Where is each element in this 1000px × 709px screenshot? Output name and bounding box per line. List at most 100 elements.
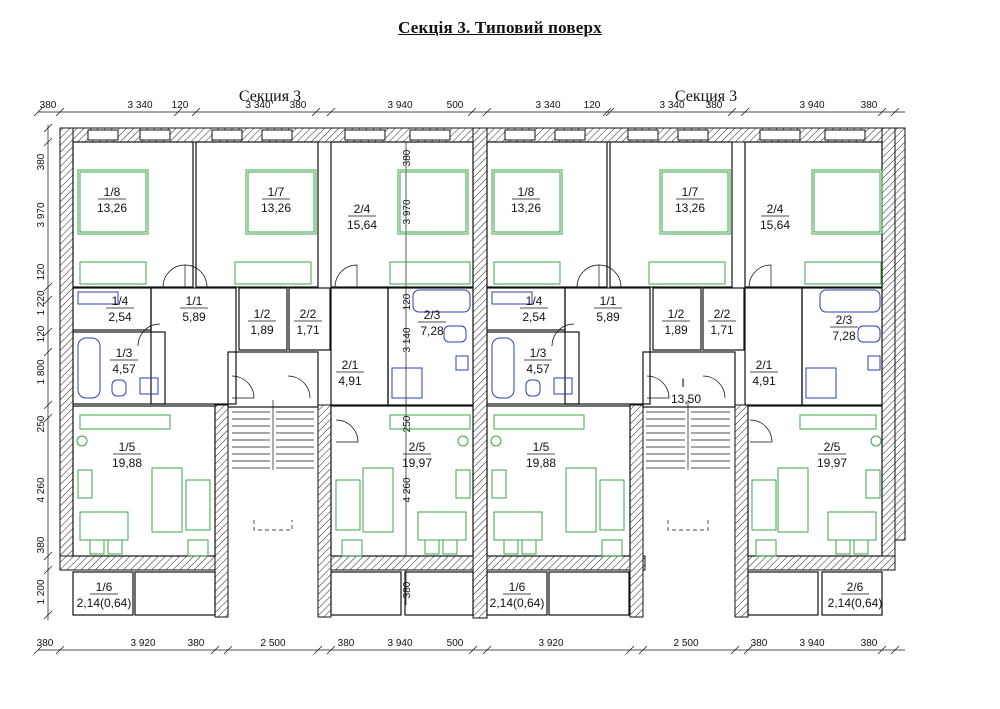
bottom-dim-label: 380 <box>37 638 54 649</box>
dim-tick <box>43 610 53 620</box>
dim-tick <box>311 107 321 117</box>
room-area: 1,71 <box>710 323 734 337</box>
dim-tick <box>43 137 53 147</box>
bottom-dim-label: 2 500 <box>673 638 698 649</box>
dim-tick <box>877 645 887 655</box>
room-area: 2,14(0,64) <box>490 596 545 610</box>
room-area: 2,54 <box>522 310 546 324</box>
dim-tick <box>43 551 53 561</box>
bottom-dim-label: 380 <box>751 638 768 649</box>
room-label: 1/15,89 <box>180 294 208 324</box>
room-area: 13,26 <box>97 201 127 215</box>
room-label: 2/14,91 <box>336 358 364 388</box>
room-label: 2/14,91 <box>750 358 778 388</box>
bottom-dim-label: 3 920 <box>538 638 563 649</box>
room-area: 4,57 <box>526 362 550 376</box>
top-dim-label: 380 <box>861 100 878 111</box>
room-number: 2/1 <box>756 358 773 372</box>
left-dim-label: 380 <box>36 153 47 170</box>
room-number: 2/2 <box>714 307 731 321</box>
top-dim-label: 380 <box>40 100 57 111</box>
stair-landing <box>253 520 293 531</box>
top-dim-label: 3 940 <box>387 100 412 111</box>
stair-landing <box>667 520 709 531</box>
dim-tick <box>326 645 336 655</box>
left-dim-label: 120 <box>36 263 47 280</box>
room-label: 1/42,54 <box>106 294 134 324</box>
top-dim-label: 3 340 <box>659 100 684 111</box>
room-area: 13,26 <box>511 201 541 215</box>
top-dim-label: 380 <box>706 100 723 111</box>
bottom-dim-label: 2 500 <box>260 638 285 649</box>
top-dim-label: 3 940 <box>799 100 824 111</box>
room-area: 7,28 <box>832 329 856 343</box>
left-dim-label: 1 220 <box>36 290 47 315</box>
room-area: 2,14(0,64) <box>77 596 132 610</box>
room-number: 1/3 <box>530 346 547 360</box>
room-label: 2/415,64 <box>760 202 790 232</box>
dim-tick <box>482 107 492 117</box>
dim-tick <box>468 645 478 655</box>
room-label: 1/713,26 <box>675 185 705 215</box>
top-dim-label: 500 <box>447 100 464 111</box>
room-area: 2,14(0,64) <box>828 596 883 610</box>
left-dim-label: 1 800 <box>36 359 47 384</box>
dim-tick <box>55 645 65 655</box>
bottom-dim-label: 3 920 <box>130 638 155 649</box>
room-number: 2/2 <box>300 307 317 321</box>
inner-dim-label: 120 <box>402 293 413 310</box>
left-dim-label: 3 970 <box>36 202 47 227</box>
room-number: 1/8 <box>104 185 121 199</box>
plumbing <box>77 289 881 399</box>
inner-dim-label: 3 970 <box>402 199 413 224</box>
room-number: 1/7 <box>682 185 699 199</box>
room-number: 1/2 <box>668 307 685 321</box>
room-label: 2/37,28 <box>830 313 858 343</box>
staircase-left <box>232 400 314 531</box>
stairwell-label: I 13,50 <box>671 376 701 406</box>
inner-dim-label: 380 <box>402 149 413 166</box>
dim-tick <box>43 282 53 292</box>
room-area: 19,97 <box>817 456 847 470</box>
room-number: 2/3 <box>424 308 441 322</box>
staircase-right <box>646 400 730 531</box>
room-area: 5,89 <box>182 310 206 324</box>
top-dim-label: 3 340 <box>127 100 152 111</box>
dim-tick <box>727 107 737 117</box>
room-number: 1/4 <box>112 294 129 308</box>
room-label: 1/3 4,57 <box>524 346 552 376</box>
dim-tick <box>467 107 477 117</box>
room-label: 1/813,26 <box>511 185 541 215</box>
top-dim-label: 120 <box>584 100 601 111</box>
room-label: 1/6 2,14(0,64) <box>490 580 545 610</box>
top-dim-label: 380 <box>290 100 307 111</box>
room-area: 15,64 <box>760 218 790 232</box>
left-dim-label: 250 <box>36 415 47 432</box>
furniture <box>76 169 883 557</box>
dim-tick <box>602 107 612 117</box>
room-number: 1/6 <box>509 580 526 594</box>
dim-tick <box>191 107 201 117</box>
room-number: 2/4 <box>354 202 371 216</box>
dim-tick <box>605 107 615 117</box>
dim-tick <box>743 645 753 655</box>
left-dim-label: 1 200 <box>36 579 47 604</box>
room-label: 2/62,14(0,64) <box>828 580 883 610</box>
room-label: 1/21,89 <box>248 307 276 337</box>
dim-tick <box>43 327 53 337</box>
room-number: 1/2 <box>254 307 271 321</box>
room-number: 2/5 <box>409 440 426 454</box>
room-label: 1/15,89 <box>594 294 622 324</box>
dim-tick <box>740 107 750 117</box>
dim-tick <box>638 645 648 655</box>
inner-dim-label: 380 <box>402 581 413 598</box>
room-number: 1/3 <box>116 346 133 360</box>
room-label: 2/519,97 <box>402 440 432 470</box>
room-number: 1/1 <box>600 294 617 308</box>
room-area: 7,28 <box>420 324 444 338</box>
room-number: 1/7 <box>268 185 285 199</box>
